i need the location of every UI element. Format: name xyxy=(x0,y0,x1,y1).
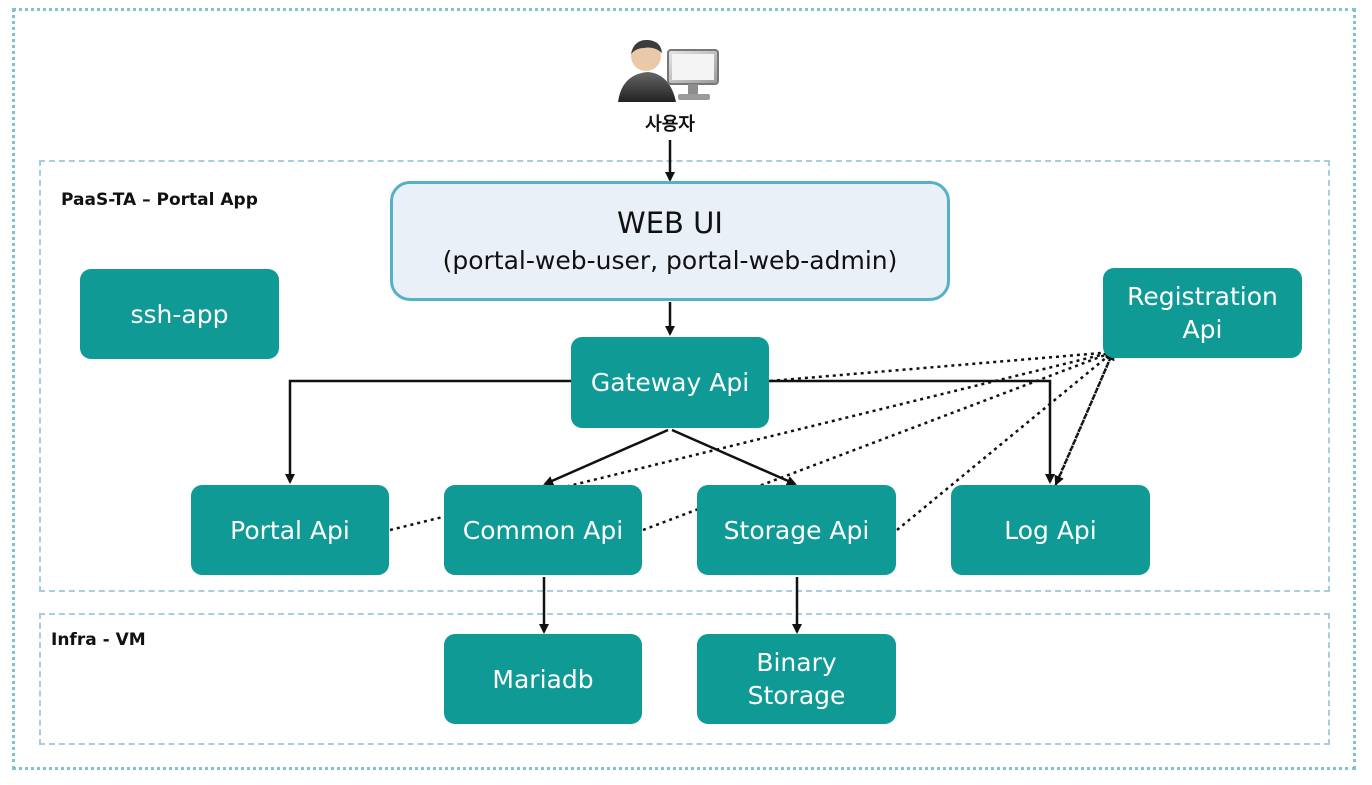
dotted-registration-to-log xyxy=(1054,351,1115,486)
gateway-api-node: Gateway Api xyxy=(571,337,769,428)
user-at-computer-icon xyxy=(618,39,719,102)
dotted-gateway-to-registration xyxy=(769,347,1115,383)
arrow-gateway-to-portal xyxy=(285,379,571,484)
storage-api-node: Storage Api xyxy=(697,485,896,575)
mariadb-node: Mariadb xyxy=(444,634,642,724)
user-label: 사용자 xyxy=(645,114,695,135)
dotted-storage-to-registration xyxy=(896,350,1115,531)
arrow-gateway-to-common xyxy=(543,428,669,486)
ssh-app-node: ssh-app xyxy=(80,269,279,359)
binary-storage-node: Binary Storage xyxy=(697,634,896,724)
portal-app-zone-label: PaaS-TA – Portal App xyxy=(61,190,258,210)
registration-api-node: Registration Api xyxy=(1103,268,1302,358)
dotted-portal-to-registration xyxy=(389,349,1115,532)
portal-api-node: Portal Api xyxy=(191,485,389,575)
log-api-node: Log Api xyxy=(951,485,1150,575)
outer-frame xyxy=(12,8,1356,770)
web-ui-title: WEB UI xyxy=(617,206,723,240)
infra-vm-zone xyxy=(39,613,1330,745)
infra-vm-zone-label: Infra - VM xyxy=(51,630,146,650)
arrow-gateway-to-storage xyxy=(671,428,797,486)
portal-app-zone xyxy=(39,160,1330,592)
arrow-gateway-to-log xyxy=(769,379,1055,484)
web-ui-subtitle: (portal-web-user, portal-web-admin) xyxy=(442,246,898,275)
common-api-node: Common Api xyxy=(444,485,642,575)
web-ui-node: WEB UI (portal-web-user, portal-web-admi… xyxy=(390,181,950,301)
